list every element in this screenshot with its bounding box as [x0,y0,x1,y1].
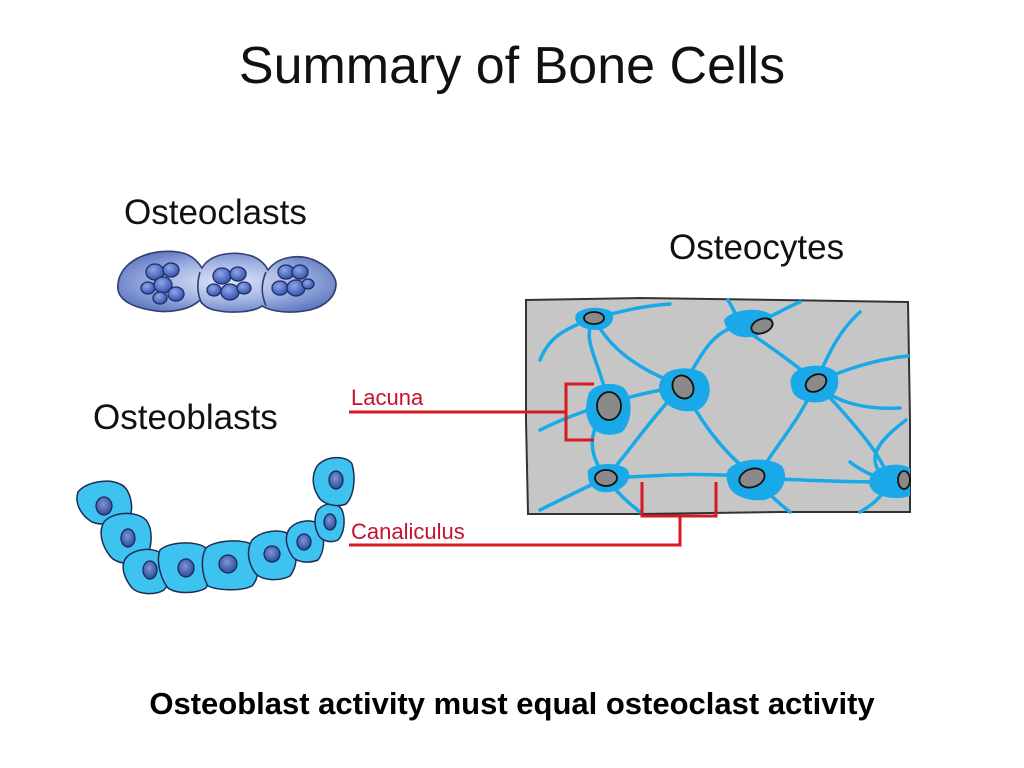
canaliculus-pointer [349,482,718,547]
osteocytes-label: Osteocytes [669,228,845,267]
osteocyte-nuclei [583,311,911,490]
osteoblasts-label: Osteoblasts [93,398,278,437]
footer-statement: Osteoblast activity must equal osteoclas… [149,686,875,721]
osteoclasts-illustration [117,250,337,313]
osteoblasts-illustration [76,456,355,595]
lacuna-pointer [349,382,594,442]
osteocytes-illustration [525,296,911,515]
lacuna-label: Lacuna [351,385,424,410]
osteoclasts-label: Osteoclasts [124,193,307,232]
osteoclast-nuclei [140,262,315,305]
slide-title: Summary of Bone Cells [238,37,786,95]
canaliculus-label: Canaliculus [351,519,465,544]
osteoblast-nuclei [95,470,344,580]
